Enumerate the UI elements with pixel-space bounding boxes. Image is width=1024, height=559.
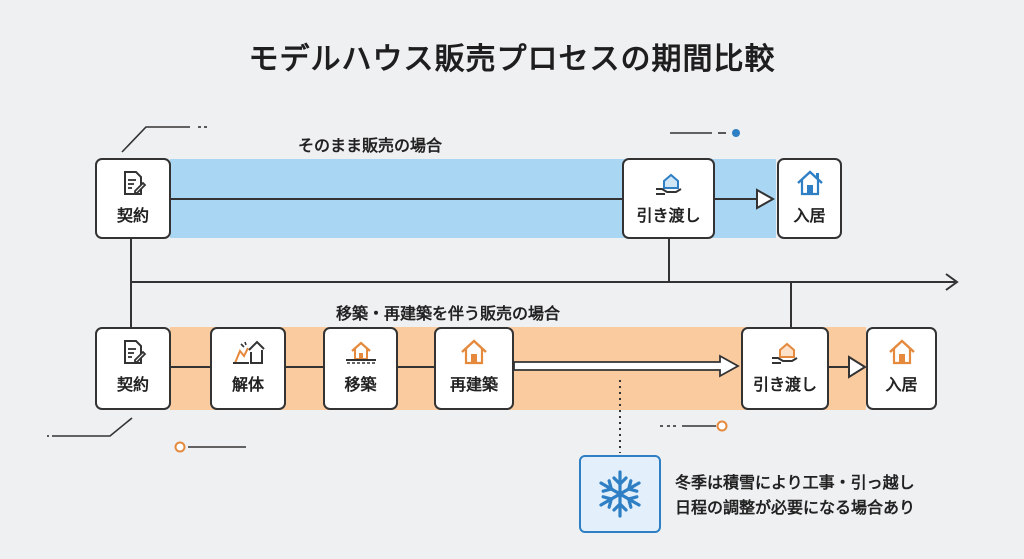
row2-step-relocation: 移築 [323,327,398,410]
diagram-title: モデルハウス販売プロセスの期間比較 [248,42,776,77]
step-label: 契約 [116,206,149,225]
row1-arrowhead [756,188,776,210]
note-line-2: 日程の調整が必要になる場合あり [675,498,916,517]
row1-label: そのまま販売の場合 [298,136,443,155]
note-text: 冬季は積雪により工事・引っ越し 日程の調整が必要になる場合あり [675,470,915,520]
step-label: 再建築 [449,375,498,394]
step-label: 引き渡し [636,206,701,225]
document-pen-icon [119,338,147,366]
step-label: 引き渡し [752,375,817,394]
house-icon [795,169,825,197]
timeline-arrowhead [945,273,959,291]
row2-step-rebuild: 再建築 [434,327,514,410]
note-line-1: 冬季は積雪により工事・引っ越し [675,473,915,492]
snowflake-icon [579,455,661,533]
row2-step-contract: 契約 [95,327,171,410]
house-icon [459,338,489,366]
house-icon [887,338,917,366]
step-label: 入居 [885,375,918,394]
step-label: 移築 [344,375,377,394]
row2-arrow-rebuild-handover [513,354,740,378]
decorative-lines [47,126,726,448]
step-label: 入居 [793,206,826,225]
decor-dot-orange-1 [174,441,186,453]
row2-label: 移築・再建築を伴う販売の場合 [336,304,561,323]
house-on-ground-icon [344,338,378,366]
step-label: 解体 [231,375,264,394]
document-pen-icon [119,169,147,197]
row1-step-movein: 入居 [777,158,842,239]
row2-arrowhead [848,355,867,379]
row2-step-movein: 入居 [866,327,937,410]
row1-step-contract: 契約 [95,158,171,239]
decor-dot-blue [732,129,740,137]
row1-step-handover: 引き渡し [622,158,715,239]
step-label: 契約 [116,375,149,394]
decor-dot-orange-2 [716,420,728,432]
hand-house-icon [769,338,801,366]
hand-house-icon [653,169,685,197]
broken-house-icon [231,338,265,366]
row2-step-handover: 引き渡し [741,327,829,410]
row2-step-demolition: 解体 [210,327,286,410]
